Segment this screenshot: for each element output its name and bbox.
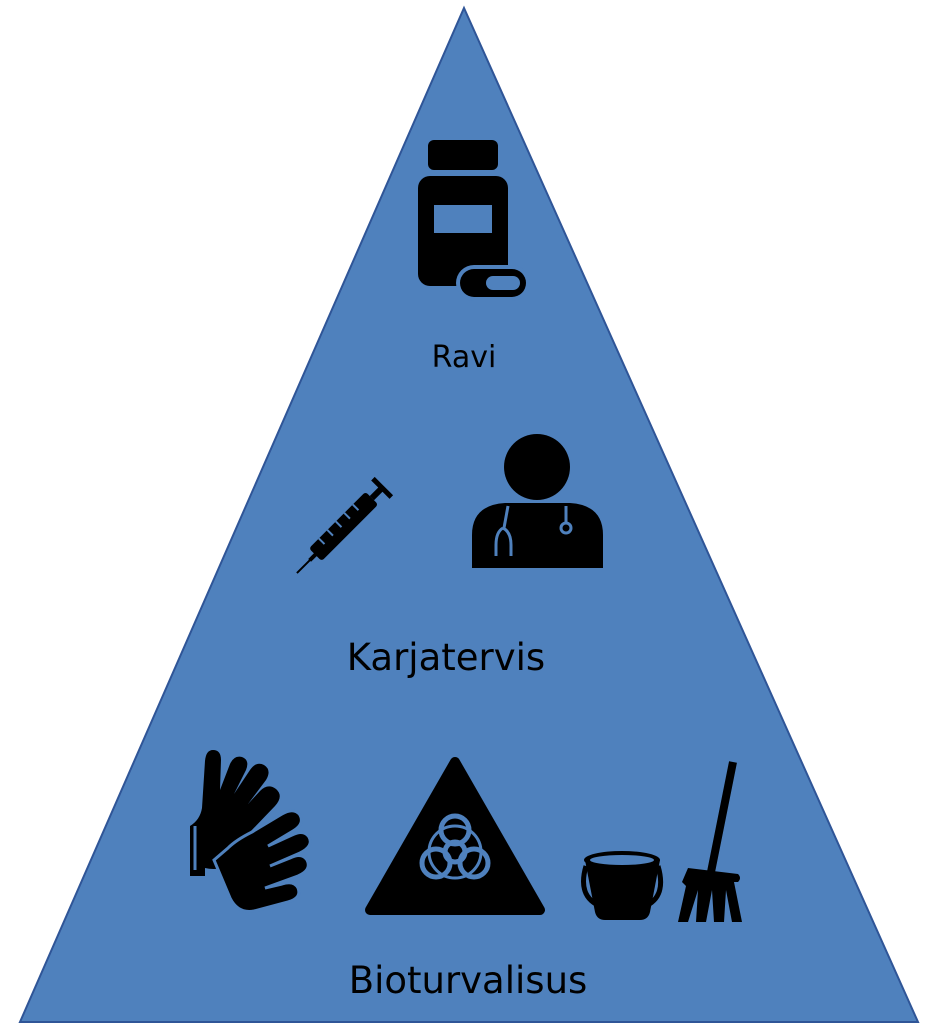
tier-label-karjatervis: Karjatervis: [347, 636, 545, 679]
hand-washing-icon: [190, 750, 312, 913]
syringe-icon: [296, 476, 394, 574]
pill-bottle-icon: [418, 140, 530, 301]
tier-label-bioturvalisus: Bioturvalisus: [349, 959, 588, 1002]
biohazard-icon: [365, 757, 545, 915]
tier-label-ravi: Ravi: [432, 340, 497, 375]
bucket-and-mop-icon: [581, 761, 742, 922]
doctor-icon: [472, 434, 603, 568]
